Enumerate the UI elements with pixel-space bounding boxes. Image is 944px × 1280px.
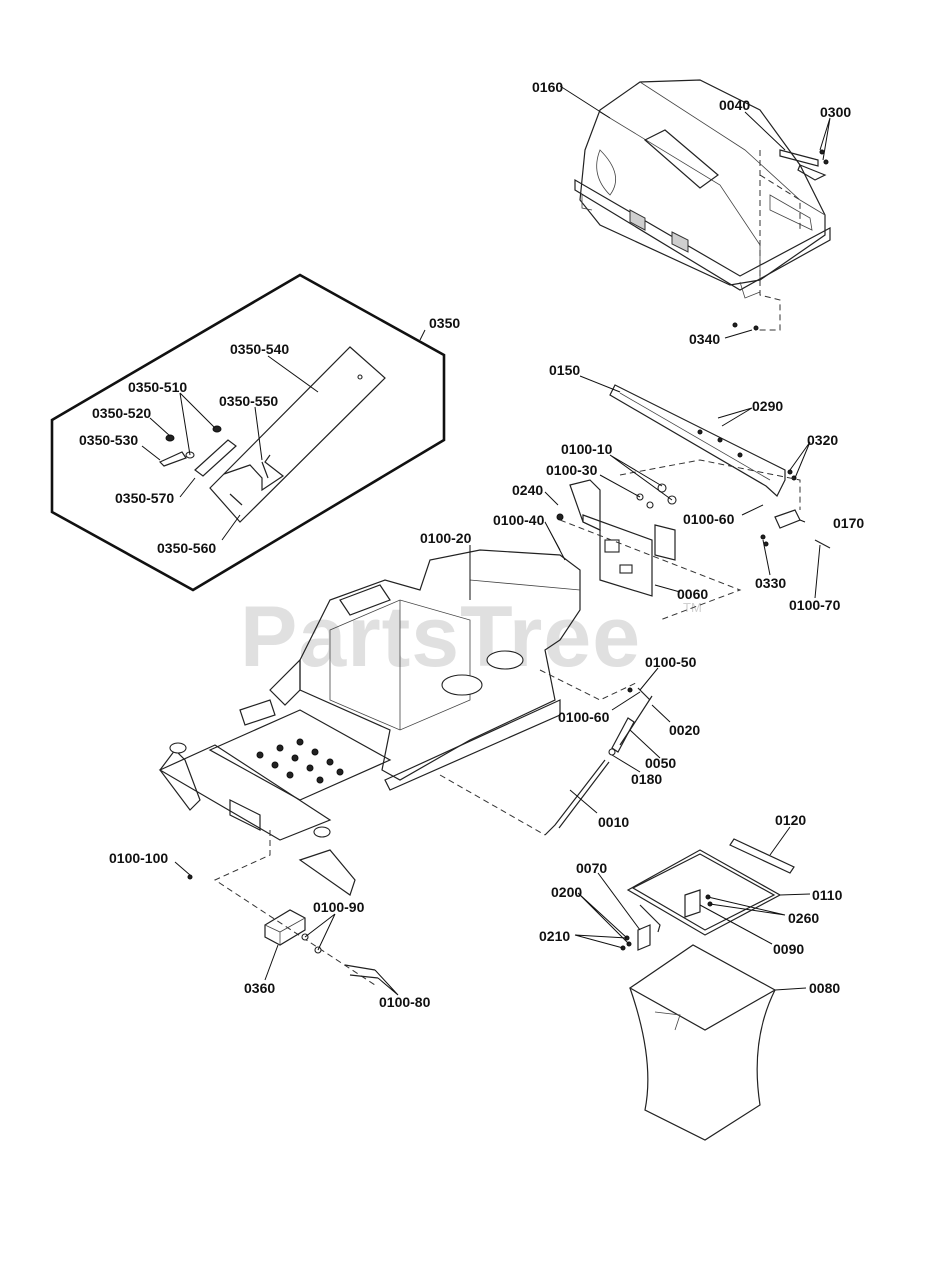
inset-plate-0350-540[interactable] (209, 346, 386, 523)
label-0100-40[interactable]: 0100-40 (493, 512, 545, 528)
bag-frame-0110[interactable] (626, 849, 782, 936)
label-0100-60-lower[interactable]: 0100-60 (558, 709, 610, 725)
label-0350-560[interactable]: 0350-560 (157, 540, 217, 556)
rod-0010[interactable] (544, 759, 610, 836)
bag-bracket-0090[interactable] (684, 889, 713, 918)
label-0100-70[interactable]: 0100-70 (789, 597, 841, 613)
label-0060[interactable]: 0060 (677, 586, 709, 602)
label-0350-540[interactable]: 0350-540 (230, 341, 290, 357)
label-0050[interactable]: 0050 (645, 755, 677, 771)
label-0290[interactable]: 0290 (752, 398, 784, 414)
bagger-hood-0160[interactable] (574, 79, 831, 299)
label-0100-20[interactable]: 0100-20 (420, 530, 472, 546)
grass-bag-0080[interactable] (628, 944, 777, 1141)
rail-0150[interactable] (609, 384, 797, 497)
label-0330[interactable]: 0330 (755, 575, 787, 591)
tube-0050[interactable] (611, 717, 635, 753)
label-0080[interactable]: 0080 (809, 980, 841, 996)
label-0110[interactable]: 0110 (812, 887, 843, 903)
label-0300[interactable]: 0300 (820, 104, 852, 120)
label-0150[interactable]: 0150 (549, 362, 581, 378)
label-0100-100[interactable]: 0100-100 (109, 850, 169, 866)
partstree-watermark: PartsTree (240, 589, 642, 685)
collar-0180[interactable] (608, 748, 616, 756)
label-0070[interactable]: 0070 (576, 860, 608, 876)
label-0100-60-upper[interactable]: 0100-60 (683, 511, 735, 527)
label-0350[interactable]: 0350 (429, 315, 461, 331)
label-0180[interactable]: 0180 (631, 771, 663, 787)
label-0340[interactable]: 0340 (689, 331, 721, 347)
tractor-chassis[interactable] (158, 549, 581, 841)
label-0320[interactable]: 0320 (807, 432, 839, 448)
hardware-0100-90[interactable] (301, 933, 379, 979)
label-0350-570[interactable]: 0350-570 (115, 490, 175, 506)
label-0360[interactable]: 0360 (244, 980, 276, 996)
label-0090[interactable]: 0090 (773, 941, 805, 957)
floor-plate-holes (256, 738, 344, 784)
leader-lines (141, 85, 831, 996)
label-0120[interactable]: 0120 (775, 812, 807, 828)
label-0200[interactable]: 0200 (551, 884, 583, 900)
bracket-0060[interactable] (556, 479, 676, 597)
label-0170[interactable]: 0170 (833, 515, 865, 531)
front-axle[interactable] (159, 699, 356, 896)
rod-path-0010 (439, 774, 546, 836)
label-0350-550[interactable]: 0350-550 (219, 393, 279, 409)
block-0360[interactable] (264, 909, 306, 946)
label-0100-90[interactable]: 0100-90 (313, 899, 365, 915)
label-0100-10[interactable]: 0100-10 (561, 441, 613, 457)
label-0350-510[interactable]: 0350-510 (128, 379, 188, 395)
label-0240[interactable]: 0240 (512, 482, 544, 498)
label-0100-80[interactable]: 0100-80 (379, 994, 431, 1010)
label-0260[interactable]: 0260 (788, 910, 820, 926)
label-0020[interactable]: 0020 (669, 722, 701, 738)
latch-0040[interactable] (779, 149, 829, 181)
label-0100-30[interactable]: 0100-30 (546, 462, 598, 478)
label-0350-530[interactable]: 0350-530 (79, 432, 139, 448)
rod-0020[interactable] (619, 687, 653, 746)
handle-0120[interactable] (729, 838, 795, 874)
label-0040[interactable]: 0040 (719, 97, 751, 113)
inset-box-0350 (50, 273, 446, 592)
hardware-0100-10[interactable] (636, 483, 677, 509)
label-0100-50[interactable]: 0100-50 (645, 654, 697, 670)
label-0010[interactable]: 0010 (598, 814, 630, 830)
label-0350-520[interactable]: 0350-520 (92, 405, 152, 421)
bracket-0170[interactable] (760, 509, 831, 549)
label-0210[interactable]: 0210 (539, 928, 571, 944)
label-0160[interactable]: 0160 (532, 79, 564, 95)
